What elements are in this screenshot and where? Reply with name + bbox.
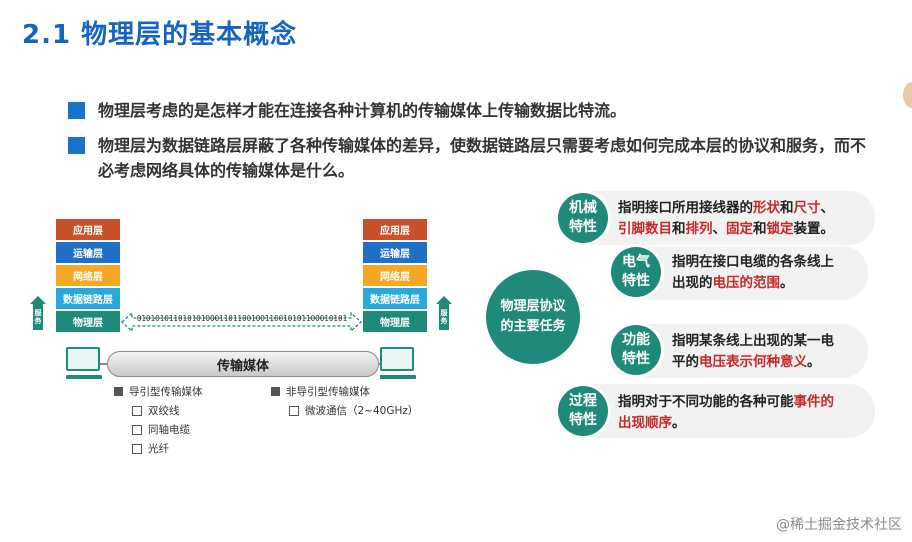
- bubble-procedural: 过程特性: [558, 386, 608, 436]
- desc-text: 和: [780, 200, 794, 216]
- bit-stream-arrow-icon: [121, 311, 362, 333]
- desc-text: 平的: [672, 354, 699, 370]
- bubble-label: 特性: [622, 273, 650, 289]
- desc-text: 、: [820, 200, 835, 216]
- bit-stream: 0101010110101010001101100100110010101100…: [120, 309, 363, 335]
- desc-text: 和: [753, 221, 767, 237]
- highlight-text: 电压表示何种意义: [699, 354, 807, 370]
- desc-text: 。: [672, 415, 686, 431]
- computer-icon: [380, 347, 416, 381]
- bubble-label: 过程: [569, 393, 597, 409]
- bullet-2-text: 物理层为数据链路层屏蔽了各种传输媒体的差异，使数据链路层只需要考虑如何完成本层的…: [98, 136, 867, 180]
- highlight-text: 锁定: [766, 221, 794, 237]
- highlight-text: 排列: [685, 221, 713, 237]
- page-title: 2.1 物理层的基本概念: [22, 20, 298, 50]
- legend-unguided-label: 非导引型传输媒体: [286, 386, 370, 398]
- decorative-shape: [903, 82, 912, 108]
- bit-stream-text: 0101010110101010001101100100110010101100…: [136, 314, 348, 323]
- bullet-square-icon: [68, 102, 85, 119]
- highlight-text: 形状: [753, 200, 780, 216]
- legend-item: 光纤: [148, 443, 169, 455]
- legend-item: 微波通信（2~40GHz）: [305, 405, 419, 417]
- cable-left: [100, 363, 110, 365]
- desc-text: 、: [712, 221, 727, 237]
- task-hub: 物理层协议的主要任务: [486, 270, 580, 364]
- desc-text: 指明某条线上出现的某一电: [672, 333, 834, 349]
- desc-text: 。: [780, 275, 794, 291]
- layer-physical: 物理层: [363, 311, 427, 332]
- legend-guided: 导引型传输媒体 双绞线 同轴电缆 光纤: [114, 382, 203, 458]
- highlight-text: 电压的范围: [712, 275, 781, 291]
- highlight-text: 出现顺序: [618, 415, 672, 431]
- legend-item: 双绞线: [148, 405, 180, 417]
- desc-text: 指明对于不同功能的各种可能: [618, 394, 794, 410]
- bubble-electrical: 电气特性: [611, 247, 661, 297]
- protocol-stack-left: 应用层 运输层 网络层 数据链路层 物理层: [56, 219, 120, 334]
- checkbox-icon: [132, 424, 142, 435]
- bubble-label: 特性: [569, 219, 597, 235]
- bubble-label: 功能: [622, 332, 650, 348]
- desc-functional: 指明某条线上出现的某一电平的电压表示何种意义。: [672, 331, 834, 373]
- desc-text: 。: [807, 354, 821, 370]
- task-hub-line-2: 的主要任务: [500, 319, 566, 334]
- bubble-functional: 功能特性: [611, 325, 661, 375]
- desc-text: 和: [672, 221, 686, 237]
- highlight-text: 固定: [726, 221, 753, 237]
- highlight-text: 事件的: [793, 394, 835, 410]
- desc-text: 指明接口所用接线器的: [618, 200, 753, 216]
- layer-data-link: 数据链路层: [363, 288, 427, 309]
- layer-application: 应用层: [363, 219, 427, 240]
- legend-guided-label: 导引型传输媒体: [129, 386, 203, 398]
- layer-application: 应用层: [56, 219, 120, 240]
- bullet-2: 物理层为数据链路层屏蔽了各种传输媒体的差异，使数据链路层只需要考虑如何完成本层的…: [68, 133, 868, 185]
- highlight-text: 引脚数目: [618, 221, 672, 237]
- layer-data-link: 数据链路层: [56, 288, 120, 309]
- highlight-text: 尺寸: [793, 200, 821, 216]
- service-arrow-icon: 服务: [30, 296, 46, 330]
- bubble-label: 机械: [569, 200, 597, 216]
- checkbox-icon: [132, 405, 142, 416]
- desc-text: 出现的: [672, 275, 713, 291]
- layer-transport: 运输层: [56, 242, 120, 263]
- bullet-1-text: 物理层考虑的是怎样才能在连接各种计算机的传输媒体上传输数据比特流。: [98, 101, 627, 120]
- task-card-procedural: [555, 384, 875, 438]
- bubble-label: 特性: [622, 351, 650, 367]
- desc-mechanical: 指明接口所用接线器的形状和尺寸、引脚数目和排列、固定和锁定装置。: [618, 198, 834, 240]
- service-label: 服务: [439, 304, 449, 330]
- desc-text: 指明在接口电缆的各条线上: [672, 254, 834, 270]
- bullet-square-icon: [68, 137, 85, 154]
- protocol-stack-right: 应用层 运输层 网络层 数据链路层 物理层: [363, 219, 427, 334]
- bubble-mechanical: 机械特性: [558, 193, 608, 243]
- filled-square-icon: [114, 387, 123, 396]
- filled-square-icon: [271, 387, 280, 396]
- layer-physical: 物理层: [56, 311, 120, 332]
- watermark: @稀土掘金技术社区: [776, 517, 902, 533]
- checkbox-icon: [132, 443, 142, 454]
- desc-procedural: 指明对于不同功能的各种可能事件的出现顺序。: [618, 392, 834, 434]
- computer-icon: [66, 347, 102, 381]
- layer-network: 网络层: [56, 265, 120, 286]
- desc-electrical: 指明在接口电缆的各条线上出现的电压的范围。: [672, 252, 834, 294]
- legend-item: 同轴电缆: [148, 424, 190, 436]
- bubble-label: 特性: [569, 412, 597, 428]
- task-hub-line-1: 物理层协议: [500, 299, 566, 314]
- desc-text: 装置。: [793, 221, 835, 237]
- layer-network: 网络层: [363, 265, 427, 286]
- legend-unguided: 非导引型传输媒体 微波通信（2~40GHz）: [271, 382, 418, 420]
- bullet-1: 物理层考虑的是怎样才能在连接各种计算机的传输媒体上传输数据比特流。: [68, 98, 868, 124]
- service-label: 服务: [33, 304, 43, 330]
- transmission-medium: 传输媒体: [107, 351, 379, 377]
- task-card-mechanical: [555, 191, 875, 245]
- checkbox-icon: [289, 405, 299, 416]
- layer-transport: 运输层: [363, 242, 427, 263]
- bubble-label: 电气: [622, 254, 650, 270]
- service-arrow-icon: 服务: [436, 296, 452, 330]
